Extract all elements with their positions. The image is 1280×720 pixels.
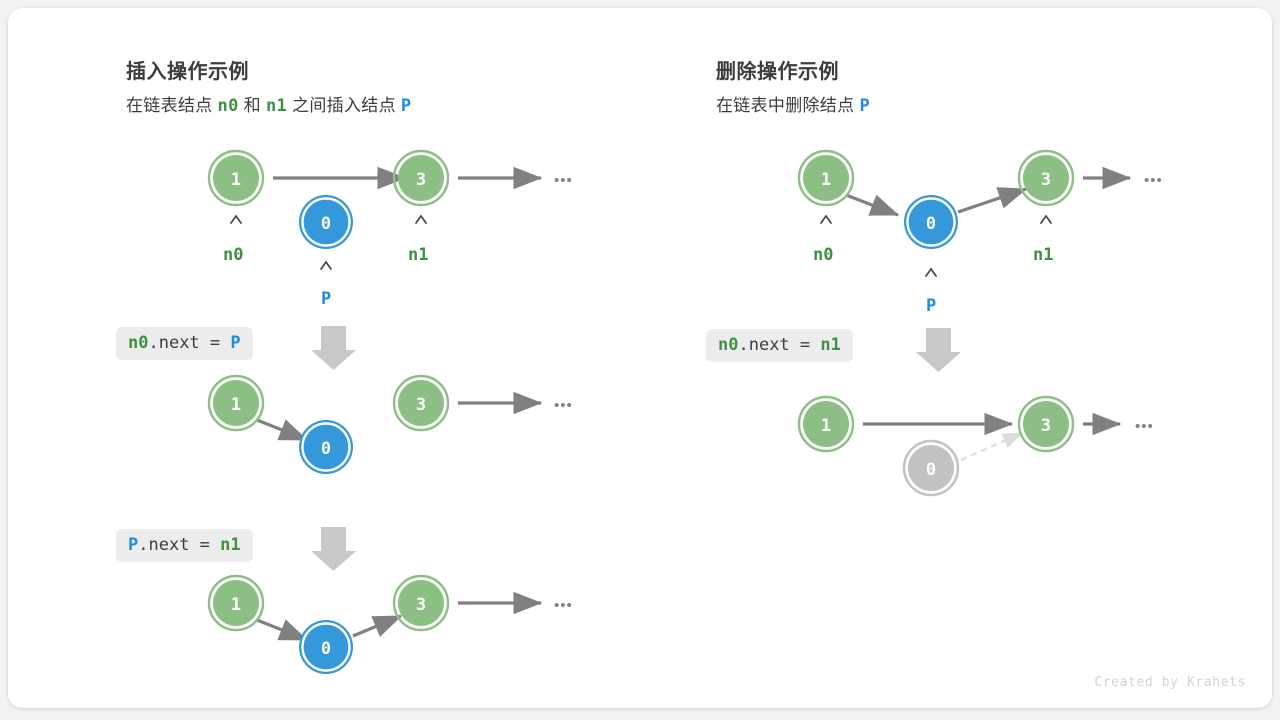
left-op1-token-a: n0 [128, 333, 149, 353]
left-step3-node-n0: 1 [207, 574, 265, 632]
right-step1-edges [845, 166, 1132, 217]
left-panel-subtitle: 在链表结点 n0 和 n1 之间插入结点 P [126, 91, 411, 116]
left-op2-mid: .next = [138, 535, 221, 555]
svg-text:0: 0 [926, 460, 936, 480]
right-subtitle-part1: 在链表中删除结点 [716, 96, 860, 115]
left-step1-label-p: P [321, 289, 332, 309]
left-step2-node-n1: 3 [392, 374, 450, 432]
right-step1-label-p: P [926, 296, 937, 316]
left-step1-node-n0: 1 [207, 149, 265, 207]
left-op1-mid: .next = [148, 333, 231, 353]
right-step1-node-n1: 3 [1017, 149, 1075, 207]
svg-text:3: 3 [1041, 170, 1051, 190]
left-op1-down-arrow [311, 326, 356, 370]
left-step2-node-n0: 1 [207, 374, 265, 432]
svg-text:0: 0 [321, 214, 331, 234]
svg-text:1: 1 [231, 170, 241, 190]
left-subtitle-part1: 在链表结点 [126, 96, 218, 115]
right-step2-edges [863, 412, 1023, 462]
right-step1-label-n0: n0 [813, 245, 834, 265]
left-step2-node-p: 0 [299, 420, 353, 474]
right-step2-node-n0: 1 [797, 395, 855, 453]
right-step2-node-removed: 0 [902, 439, 960, 497]
left-subtitle-token-n1: n1 [265, 96, 288, 116]
left-subtitle-token-n0: n0 [217, 96, 239, 116]
right-step1-ellipsis: ••• [1144, 172, 1163, 189]
svg-text:1: 1 [821, 170, 831, 190]
left-subtitle-token-p: P [400, 96, 412, 116]
right-operation-1: n0.next = n1 [706, 329, 853, 363]
left-op2-token-a: P [128, 535, 139, 555]
credit-text: Created by Krahets [1094, 675, 1246, 690]
left-step1-node-p: 0 [299, 195, 353, 249]
left-step1-node-n1: 3 [392, 149, 450, 207]
svg-text:3: 3 [416, 395, 426, 415]
left-panel-title: 插入操作示例 [126, 61, 249, 83]
left-op2-token-b: n1 [220, 535, 241, 555]
right-step1-label-n1: n1 [1033, 245, 1054, 265]
svg-text:3: 3 [416, 595, 426, 615]
left-step1-ellipsis: ••• [554, 172, 573, 189]
left-step3-edges [256, 591, 543, 642]
left-subtitle-part3: 之间插入结点 [287, 96, 401, 115]
svg-text:0: 0 [321, 439, 331, 459]
left-step1-carets [230, 214, 427, 270]
right-step1-node-n0: 1 [797, 149, 855, 207]
left-subtitle-part2: 和 [238, 96, 266, 115]
right-subtitle-token-p: P [859, 96, 870, 116]
svg-text:1: 1 [231, 395, 241, 415]
svg-text:1: 1 [821, 416, 831, 436]
left-op1-token-b: P [230, 333, 241, 353]
left-op2-down-arrow [311, 527, 356, 571]
svg-text:3: 3 [416, 170, 426, 190]
svg-text:3: 3 [1041, 416, 1051, 436]
right-op1-token-b: n1 [820, 335, 841, 355]
right-step1-node-p: 0 [904, 195, 958, 249]
left-step3-ellipsis: ••• [554, 597, 573, 614]
left-operation-2: P.next = n1 [116, 529, 253, 563]
right-panel-title: 删除操作示例 [716, 61, 839, 83]
right-panel-subtitle: 在链表中删除结点 P [716, 91, 870, 116]
right-op1-token-a: n0 [718, 335, 739, 355]
left-step3-node-p: 0 [299, 620, 353, 674]
svg-text:1: 1 [231, 595, 241, 615]
svg-text:0: 0 [926, 214, 936, 234]
svg-text:0: 0 [321, 639, 331, 659]
left-step1-label-n0: n0 [223, 245, 244, 265]
left-step3-node-n1: 3 [392, 574, 450, 632]
right-step1-carets [820, 214, 1052, 277]
left-operation-1: n0.next = P [116, 327, 253, 361]
right-step2-ellipsis: ••• [1135, 418, 1154, 435]
right-op1-mid: .next = [738, 335, 821, 355]
right-op1-down-arrow [916, 328, 961, 372]
left-step2-edges [256, 391, 543, 442]
left-step2-ellipsis: ••• [554, 397, 573, 414]
left-step1-label-n1: n1 [408, 245, 429, 265]
diagram-card: 1 0 3 1 [8, 8, 1272, 708]
right-step2-node-n1: 3 [1017, 395, 1075, 453]
